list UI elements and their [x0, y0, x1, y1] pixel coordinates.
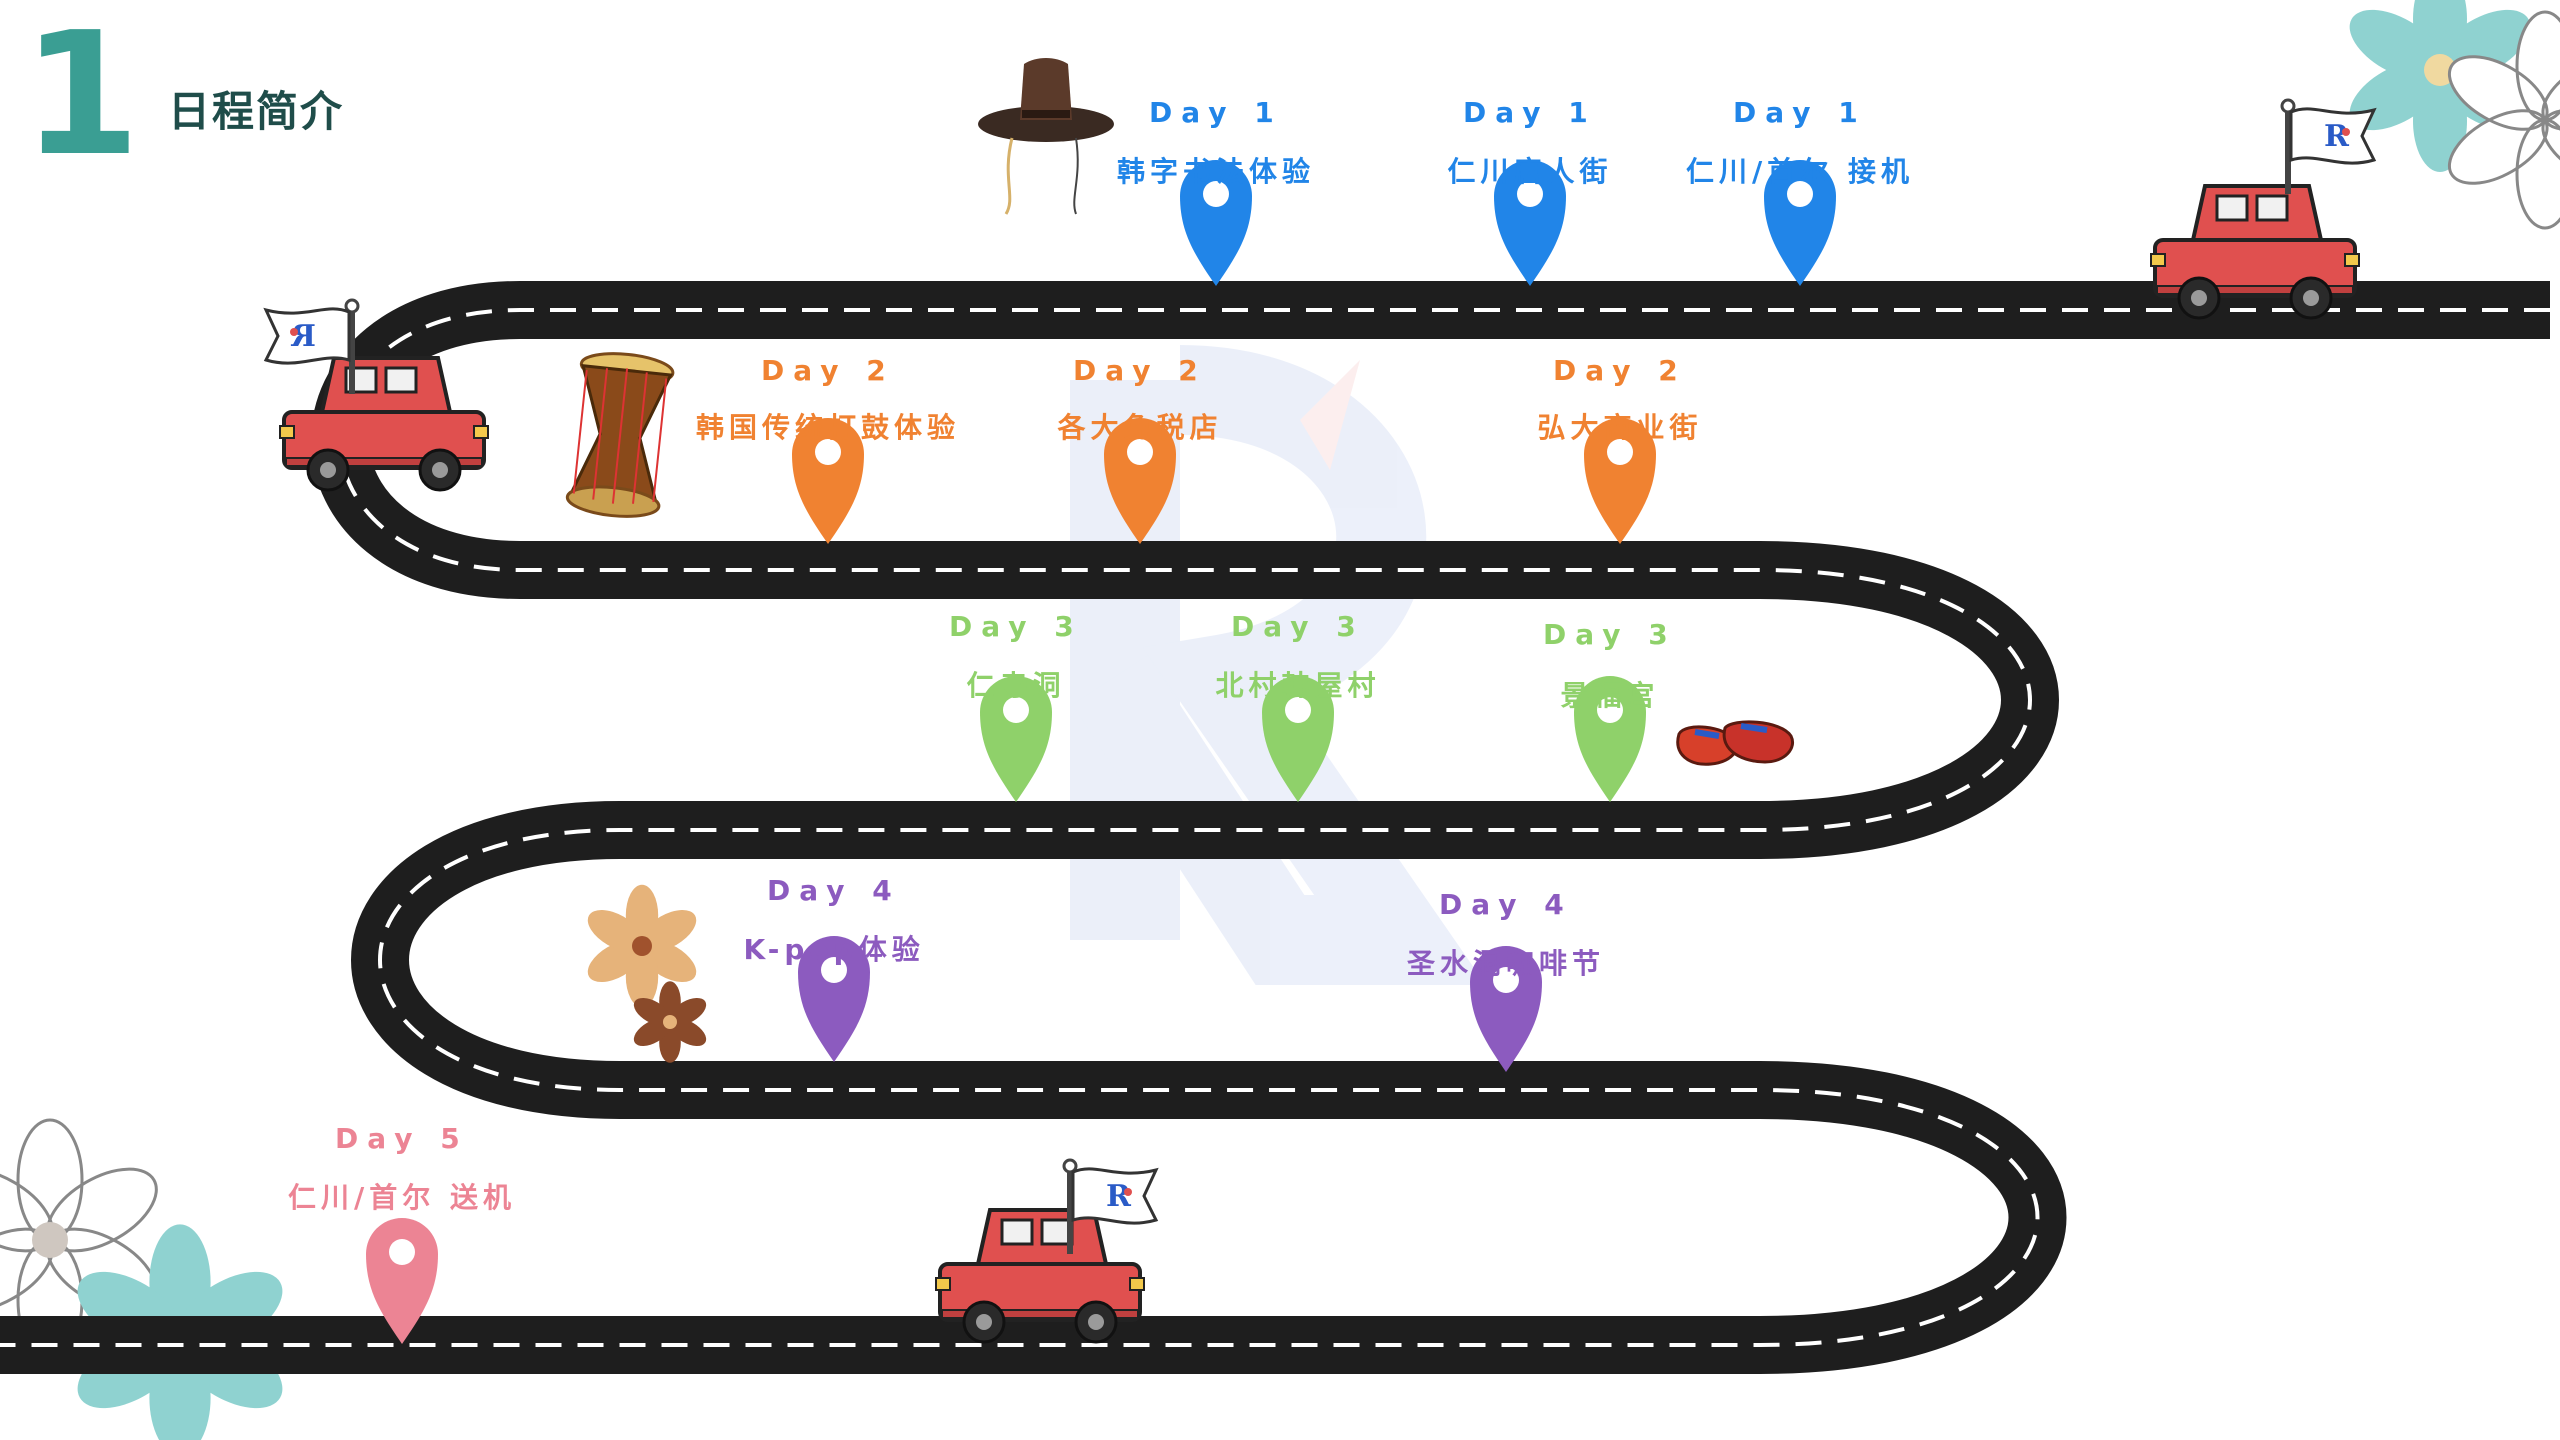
stop-name-label: 韩国传统打鼓体验	[696, 411, 961, 444]
location-pin-icon[interactable]	[366, 1218, 438, 1344]
stop-name-label: 圣水洞咖啡节	[1407, 947, 1606, 980]
flower-decoration-bottom-left	[0, 1117, 296, 1440]
stop-day-label: Day 2	[1553, 354, 1687, 387]
stop-day-label: Day 4	[767, 874, 901, 907]
stop-name-label: 仁川唐人街	[1447, 155, 1613, 188]
stop-name-label: 仁寺洞	[966, 669, 1066, 702]
flag-top-right	[2280, 98, 2376, 196]
car-left	[278, 356, 490, 492]
winding-road	[0, 281, 2550, 1374]
location-pin-icon[interactable]	[1262, 676, 1334, 802]
stop-name-label: 韩字书法体验	[1117, 155, 1316, 188]
stop-day-label: Day 3	[1543, 618, 1677, 651]
location-pin-icon[interactable]	[1764, 160, 1836, 286]
section-number: 1	[22, 0, 141, 194]
stop-name-label: 景福宫	[1560, 679, 1660, 712]
flower-ornament-icon	[580, 884, 711, 1063]
location-pin-icon[interactable]	[1494, 160, 1566, 286]
location-pin-icon[interactable]	[1180, 160, 1252, 286]
location-pin-icon[interactable]	[792, 418, 864, 544]
stop-name-label: 各大免税店	[1057, 411, 1223, 444]
stop-name-label: 弘大商业街	[1537, 411, 1703, 444]
stop-day-label: Day 1	[1733, 96, 1867, 129]
location-pin-icon[interactable]	[1104, 418, 1176, 544]
stop-day-label: Day 3	[949, 610, 1083, 643]
stop-day-label: Day 1	[1463, 96, 1597, 129]
stop-name-label: K-pop体验	[743, 933, 925, 966]
stop-day-label: Day 4	[1439, 888, 1573, 921]
stop-name-label: 仁川/首尔 送机	[288, 1181, 516, 1214]
section-title: 日程简介	[168, 87, 345, 136]
location-pin-icon[interactable]	[1574, 676, 1646, 802]
stop-day-label: Day 2	[761, 354, 895, 387]
stop-day-label: Day 3	[1231, 610, 1365, 643]
korean-gat-hat-icon	[978, 58, 1114, 215]
stop-day-label: Day 5	[335, 1122, 469, 1155]
hanbok-shoes-icon	[1676, 720, 1794, 766]
location-pin-icon[interactable]	[1470, 946, 1542, 1072]
location-pins	[366, 160, 1836, 1344]
stop-day-label: Day 1	[1149, 96, 1283, 129]
location-pin-icon[interactable]	[798, 936, 870, 1062]
stop-name-label: 北村韩屋村	[1215, 669, 1381, 702]
stop-day-label: Day 2	[1073, 354, 1207, 387]
location-pin-icon[interactable]	[980, 676, 1052, 802]
location-pin-icon[interactable]	[1584, 418, 1656, 544]
flower-decoration-top-right	[2338, 0, 2560, 230]
stop-name-label: 仁川/首尔 接机	[1686, 155, 1914, 188]
janggu-drum-icon	[565, 352, 675, 518]
